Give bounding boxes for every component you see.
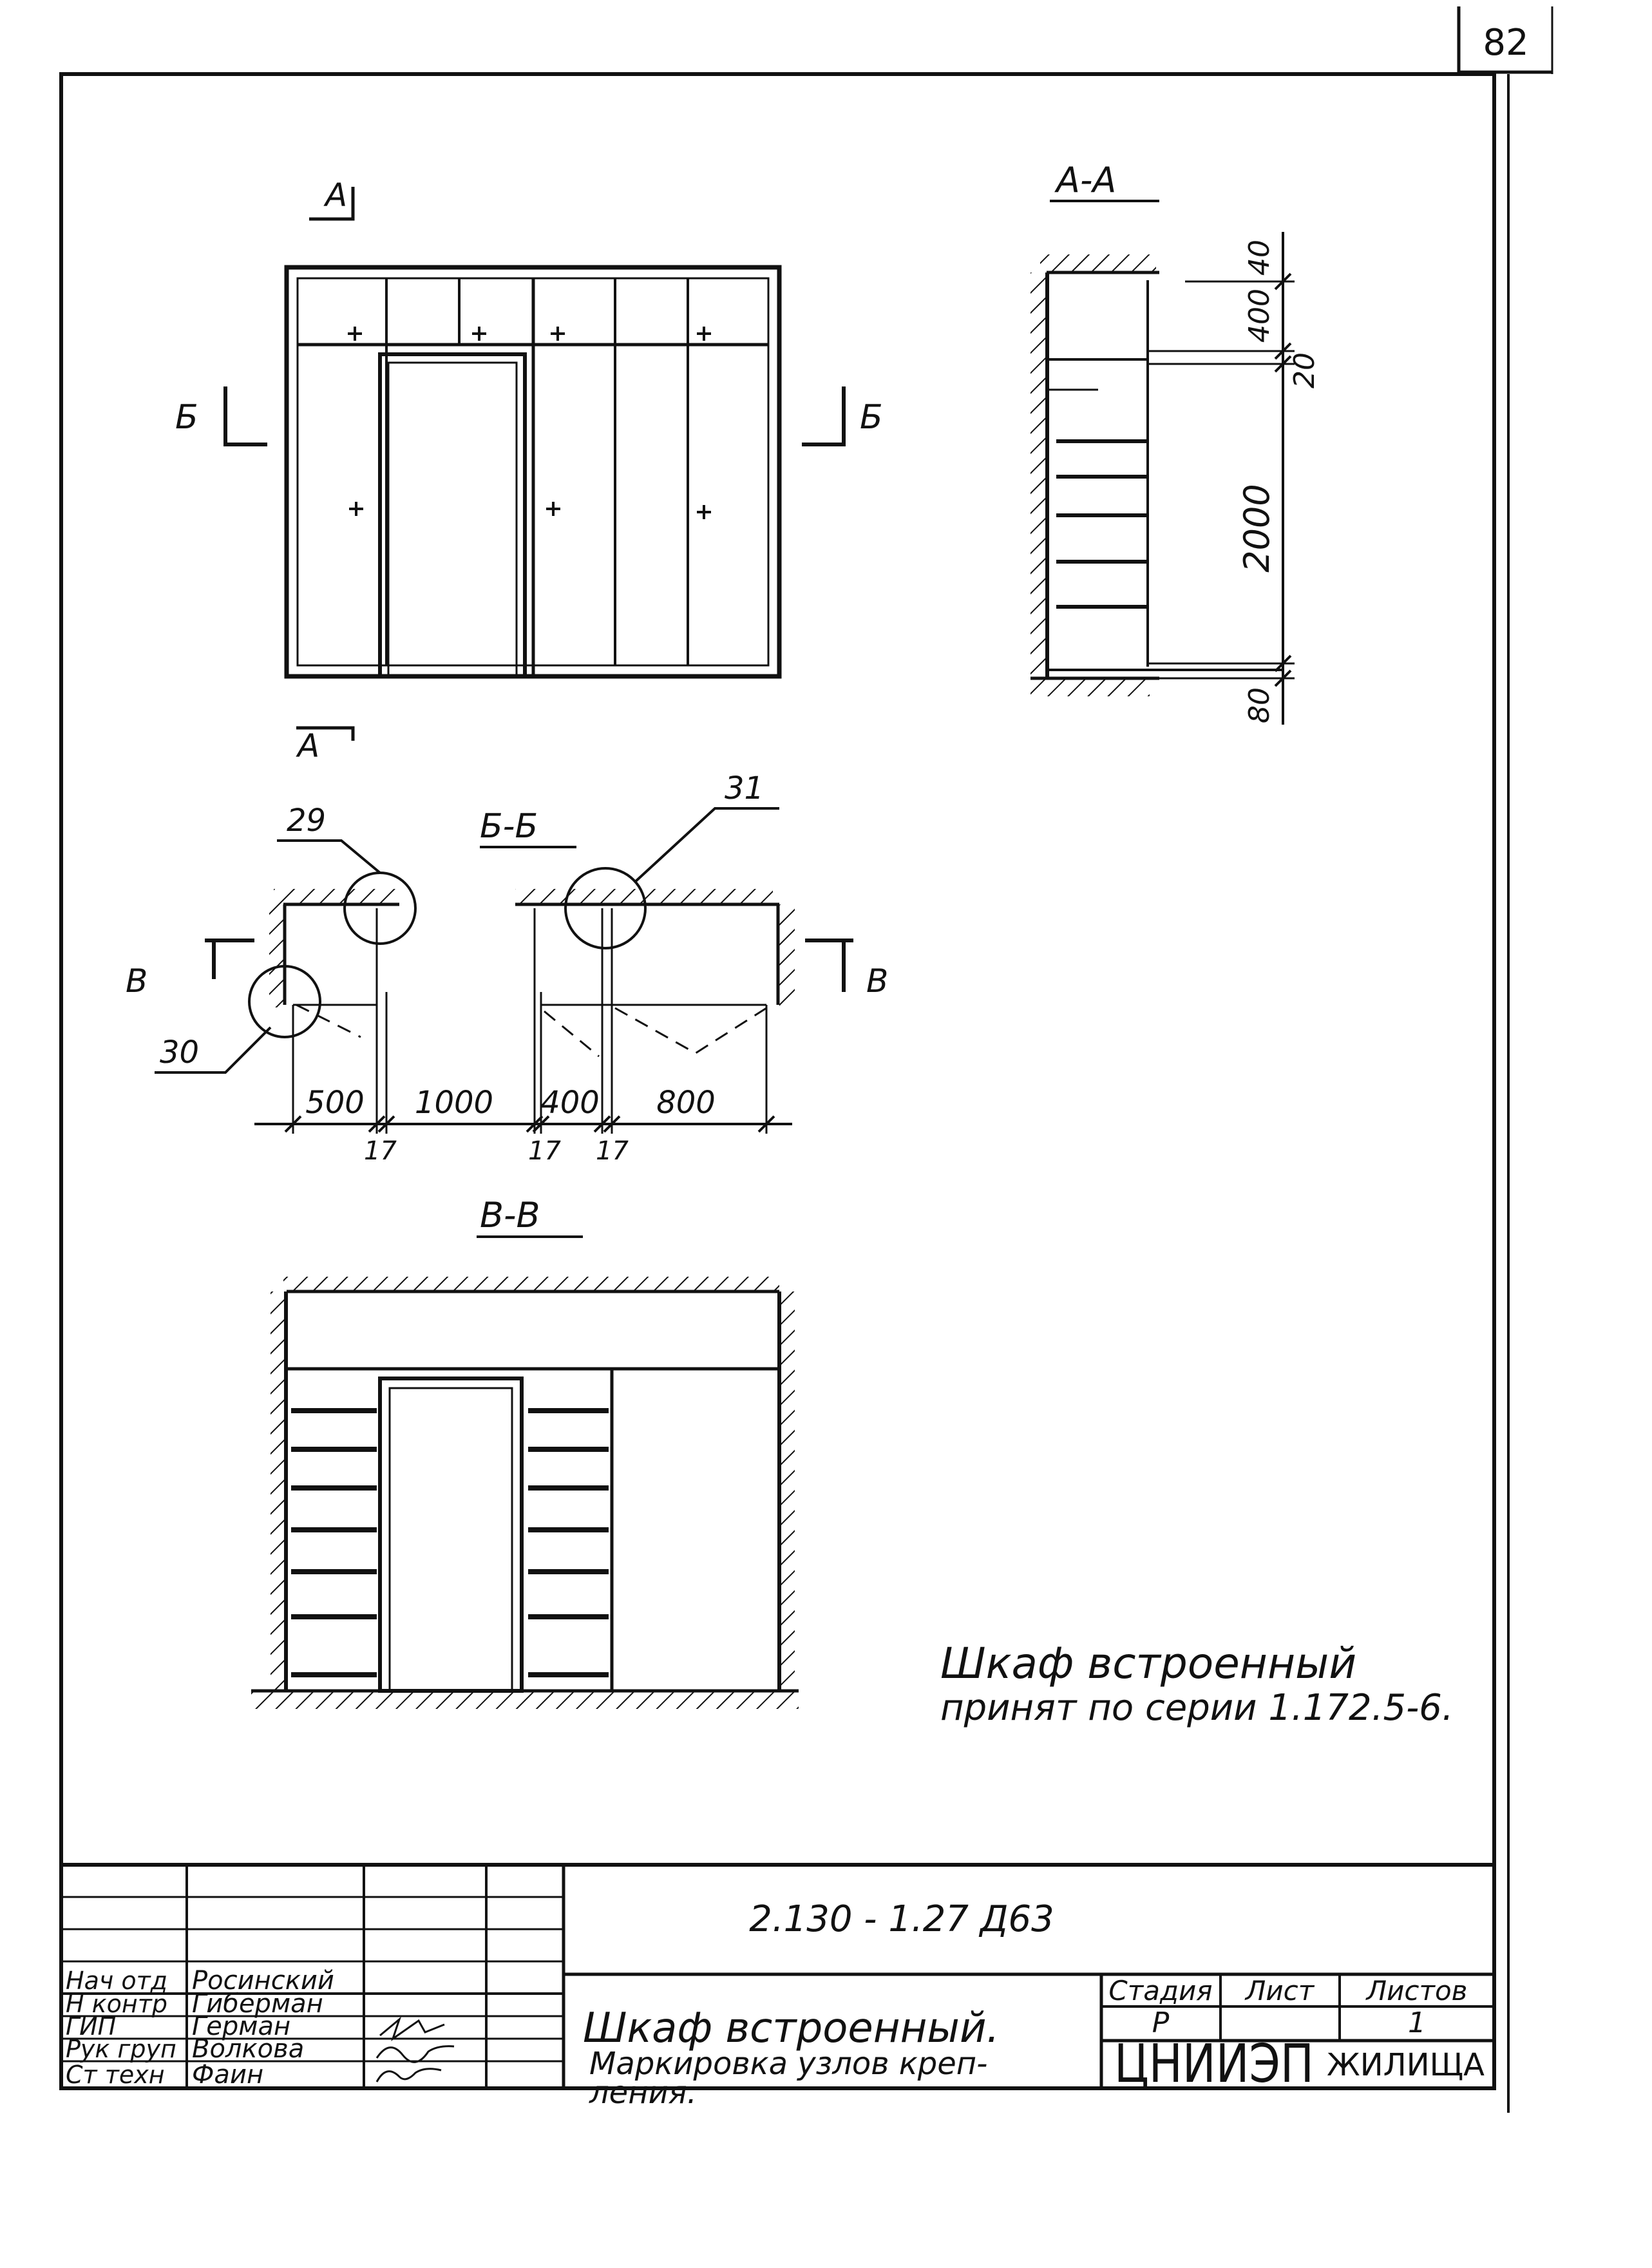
handwritten-signatures bbox=[375, 2016, 455, 2082]
role-label: Ст техн bbox=[66, 2061, 165, 2089]
dim-plan-17a: 17 bbox=[364, 1136, 397, 1166]
stage-label: Стадия bbox=[1108, 1975, 1212, 2006]
section-aa-title: А-А bbox=[1054, 160, 1116, 200]
org-name: ЦНИИЭП bbox=[1114, 2034, 1314, 2095]
sheets-label: Листов bbox=[1365, 1975, 1468, 2006]
dim-plan-1000: 1000 bbox=[415, 1085, 493, 1121]
role-label: Н контр bbox=[66, 1990, 167, 2018]
person-name: Гиберман bbox=[192, 1989, 323, 2019]
title-line-1: Шкаф встроенный. bbox=[583, 2005, 1000, 2052]
person-name: Волкова bbox=[192, 2034, 304, 2064]
dim-aa-2000: 2000 bbox=[1237, 484, 1277, 572]
sheet-frame bbox=[59, 6, 1553, 2113]
section-bb bbox=[155, 807, 853, 1134]
note-line-2: принят по серии 1.172.5-6. bbox=[940, 1687, 1454, 1729]
callout-31: 31 bbox=[725, 770, 764, 806]
cut-label-b-left: Б bbox=[175, 398, 198, 437]
front-elevation bbox=[223, 187, 846, 741]
dim-aa-80: 80 bbox=[1243, 687, 1276, 723]
dim-aa-40: 40 bbox=[1243, 240, 1276, 276]
role-label: ГИП bbox=[66, 2012, 116, 2041]
note-line-1: Шкаф встроенный bbox=[940, 1639, 1356, 1688]
cut-label-v-right: В bbox=[866, 962, 888, 1000]
callout-29: 29 bbox=[287, 803, 326, 839]
person-name: Росинский bbox=[192, 1966, 334, 1996]
dim-plan-17b: 17 bbox=[528, 1136, 561, 1166]
dim-aa-20: 20 bbox=[1288, 352, 1321, 388]
org-subname: ЖИЛИЩА bbox=[1327, 2047, 1485, 2083]
cut-label-v-left: В bbox=[126, 962, 147, 1000]
dim-plan-800: 800 bbox=[656, 1085, 716, 1121]
role-label: Рук груп bbox=[66, 2035, 176, 2063]
dim-plan-400: 400 bbox=[540, 1085, 600, 1121]
sheet-number: 82 bbox=[1483, 22, 1528, 64]
person-name: Герман bbox=[192, 2012, 290, 2041]
title-line-3: ления. bbox=[589, 2075, 697, 2111]
cut-label-a-bottom: А bbox=[296, 727, 319, 765]
dim-plan-17c: 17 bbox=[596, 1136, 629, 1166]
dim-aa-400: 400 bbox=[1243, 289, 1276, 343]
section-bb-title: Б-Б bbox=[480, 807, 538, 846]
title-line-2: Маркировка узлов креп- bbox=[589, 2046, 988, 2082]
sheet-label: Лист bbox=[1244, 1975, 1315, 2006]
cut-label-b-right: Б bbox=[860, 398, 883, 437]
dim-plan-500: 500 bbox=[305, 1085, 365, 1121]
drawing-code: 2.130 - 1.27 Д63 bbox=[749, 1898, 1054, 1940]
section-aa bbox=[1030, 200, 1295, 725]
cut-label-a-top: А bbox=[323, 176, 347, 214]
stage-value: Р bbox=[1152, 2006, 1170, 2039]
signature-rows: Нач отд Росинский Н контр Гиберман ГИП Г… bbox=[66, 1966, 334, 2090]
title-block bbox=[61, 1863, 1494, 2088]
section-vv-title: В-В bbox=[480, 1195, 540, 1235]
role-label: Нач отд bbox=[66, 1967, 167, 1995]
sheets-value: 1 bbox=[1408, 2006, 1426, 2039]
callout-30: 30 bbox=[160, 1034, 199, 1071]
section-vv bbox=[251, 1235, 799, 1709]
person-name: Фаин bbox=[192, 2060, 263, 2090]
